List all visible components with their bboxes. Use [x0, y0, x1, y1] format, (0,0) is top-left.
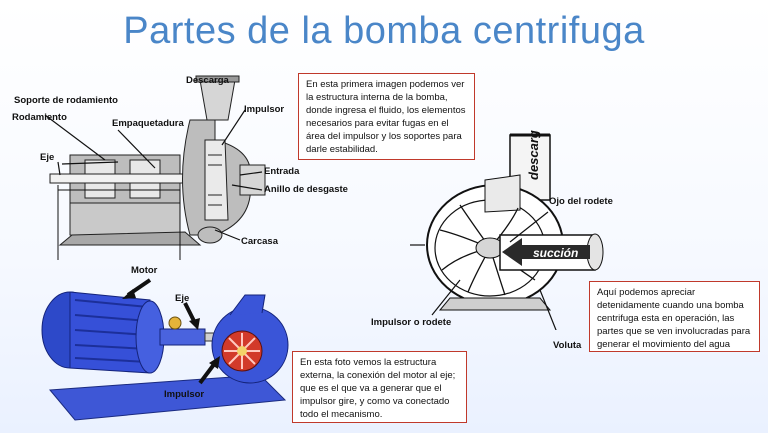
label-voluta: Voluta [553, 340, 582, 351]
label-motor: Motor [131, 265, 158, 276]
label-entrada: Entrada [264, 166, 300, 177]
page-title: Partes de la bomba centrifuga [123, 10, 645, 52]
pump-cross-section [44, 75, 266, 260]
note-external-structure: En esta foto vemos la estructura externa… [292, 351, 467, 423]
label-empaquetadura: Empaquetadura [112, 118, 184, 129]
label-eje-bottom: Eje [175, 293, 190, 304]
motor-pump-assembly [41, 278, 289, 421]
label-soporte-rodamiento: Soporte de rodamiento [14, 95, 118, 106]
fig-succion-text: succión [533, 246, 578, 260]
impeller-illustration: descarga succión [410, 130, 604, 330]
note-internal-structure: En esta primera imagen podemos ver la es… [298, 73, 475, 160]
label-anillo-desgaste: Anillo de desgaste [264, 184, 348, 195]
label-carcasa: Carcasa [241, 236, 278, 247]
label-impulsor-top: Impulsor [244, 104, 285, 115]
label-ojo-rodete: Ojo del rodete [549, 196, 613, 207]
fig-descarga-text: descarga [526, 130, 541, 180]
label-rodamiento: Rodamiento [12, 112, 67, 123]
note-operation: Aquí podemos apreciar detenidamente cuan… [589, 281, 760, 352]
label-descarga: Descarga [186, 75, 229, 86]
label-impulsor-rodete: Impulsor o rodete [371, 317, 452, 328]
label-impulsor-bottom: Impulsor [164, 389, 205, 400]
label-eje-top: Eje [40, 152, 55, 163]
